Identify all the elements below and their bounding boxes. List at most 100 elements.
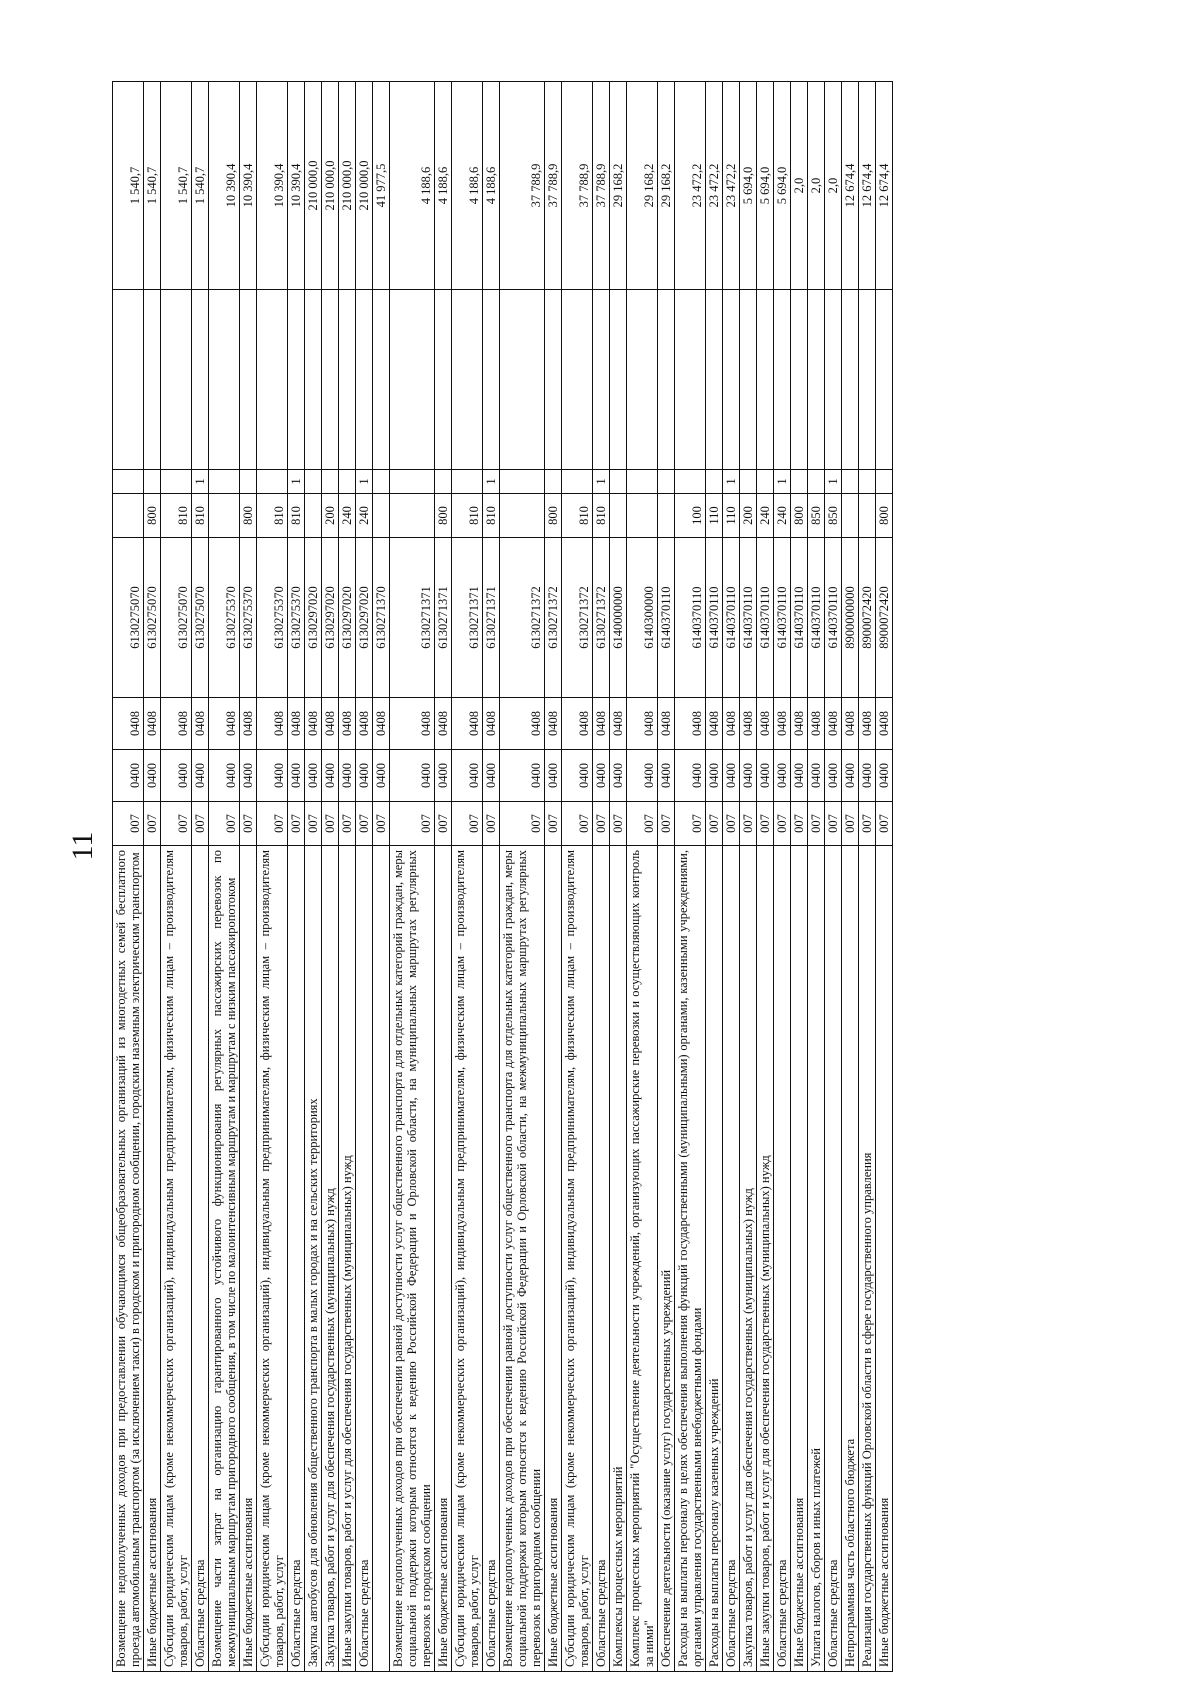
row-flag-cell bbox=[626, 469, 658, 494]
row-expense-type-cell: 810 bbox=[191, 493, 209, 538]
row-sum-1-cell bbox=[239, 289, 257, 470]
row-expense-type-cell bbox=[389, 493, 435, 538]
row-sum-2-cell: 2,0 bbox=[824, 81, 842, 290]
row-flag-cell bbox=[499, 469, 545, 494]
table-row: Закупка автобусов для обновления обществ… bbox=[304, 81, 322, 1672]
row-flag-cell: 1 bbox=[824, 469, 842, 494]
row-sum-2-cell: 37 788,9 bbox=[499, 81, 545, 290]
row-section-cell: 0400 bbox=[841, 749, 859, 802]
row-target-article-cell: 6140370110 bbox=[674, 537, 706, 698]
row-target-article-cell: 6140370110 bbox=[722, 537, 740, 698]
row-name-cell: Иные бюджетные ассигнования bbox=[875, 845, 893, 1672]
row-name-cell: Областные средства bbox=[722, 845, 740, 1672]
row-expense-type-cell: 800 bbox=[239, 493, 257, 538]
row-target-article-cell: 8900072420 bbox=[858, 537, 876, 698]
row-target-article-cell: 6130271372 bbox=[499, 537, 545, 698]
row-section-cell: 0400 bbox=[355, 749, 373, 802]
row-subsection-cell: 0408 bbox=[807, 697, 825, 750]
row-flag-cell bbox=[434, 469, 452, 494]
row-sum-1-cell bbox=[304, 289, 322, 470]
row-sum-1-cell bbox=[112, 289, 144, 470]
row-grbs-cell: 007 bbox=[657, 801, 675, 846]
row-name-cell: Субсидии юридическим лицам (кроме некомм… bbox=[561, 845, 593, 1672]
row-sum-2-cell: 2,0 bbox=[807, 81, 825, 290]
row-subsection-cell: 0408 bbox=[773, 697, 791, 750]
row-subsection-cell: 0408 bbox=[841, 697, 859, 750]
row-sum-2-cell: 10 390,4 bbox=[239, 81, 257, 290]
row-name-cell: Иные бюджетные ассигнования bbox=[143, 845, 161, 1672]
row-subsection-cell: 0408 bbox=[722, 697, 740, 750]
row-flag-cell bbox=[208, 469, 240, 494]
row-sum-1-cell bbox=[321, 289, 339, 470]
row-expense-type-cell: 810 bbox=[451, 493, 483, 538]
row-grbs-cell: 007 bbox=[790, 801, 808, 846]
row-sum-1-cell bbox=[739, 289, 757, 470]
row-grbs-cell: 007 bbox=[739, 801, 757, 846]
row-sum-1-cell bbox=[372, 289, 390, 470]
row-sum-1-cell bbox=[160, 289, 192, 470]
row-subsection-cell: 0408 bbox=[756, 697, 774, 750]
row-expense-type-cell: 200 bbox=[321, 493, 339, 538]
row-grbs-cell: 007 bbox=[756, 801, 774, 846]
row-name-cell: Возмещение недополученных доходов при об… bbox=[499, 845, 545, 1672]
row-grbs-cell: 007 bbox=[434, 801, 452, 846]
row-section-cell: 0400 bbox=[434, 749, 452, 802]
row-target-article-cell: 6140370110 bbox=[824, 537, 842, 698]
row-sum-2-cell: 1 540,7 bbox=[160, 81, 192, 290]
row-flag-cell bbox=[321, 469, 339, 494]
row-grbs-cell: 007 bbox=[451, 801, 483, 846]
row-flag-cell bbox=[143, 469, 161, 494]
row-section-cell: 0400 bbox=[304, 749, 322, 802]
row-subsection-cell: 0408 bbox=[561, 697, 593, 750]
row-name-cell: Иные закупки товаров, работ и услуг для … bbox=[756, 845, 774, 1672]
table-row: Возмещение недополученных доходов при об… bbox=[499, 81, 545, 1672]
row-section-cell: 0400 bbox=[544, 749, 562, 802]
row-name-cell bbox=[372, 845, 390, 1672]
table-row: Субсидии юридическим лицам (кроме некомм… bbox=[451, 81, 483, 1672]
row-flag-cell bbox=[807, 469, 825, 494]
row-section-cell: 0400 bbox=[790, 749, 808, 802]
row-sum-2-cell: 4 188,6 bbox=[482, 81, 500, 290]
row-target-article-cell: 8900000000 bbox=[841, 537, 859, 698]
row-sum-1-cell bbox=[389, 289, 435, 470]
row-expense-type-cell: 810 bbox=[482, 493, 500, 538]
row-sum-2-cell: 12 674,4 bbox=[875, 81, 893, 290]
row-target-article-cell: 8900072420 bbox=[875, 537, 893, 698]
row-sum-1-cell bbox=[544, 289, 562, 470]
row-name-cell: Закупка товаров, работ и услуг для обесп… bbox=[321, 845, 339, 1672]
row-section-cell: 0400 bbox=[657, 749, 675, 802]
row-subsection-cell: 0408 bbox=[657, 697, 675, 750]
row-sum-1-cell bbox=[722, 289, 740, 470]
table-row: Возмещение недополученных доходов при об… bbox=[389, 81, 435, 1672]
row-sum-2-cell: 23 472,2 bbox=[674, 81, 706, 290]
row-target-article-cell: 6130271371 bbox=[451, 537, 483, 698]
row-grbs-cell: 007 bbox=[875, 801, 893, 846]
row-flag-cell bbox=[756, 469, 774, 494]
row-target-article-cell: 6130271372 bbox=[592, 537, 610, 698]
row-sum-2-cell: 4 188,6 bbox=[451, 81, 483, 290]
row-name-cell: Иные бюджетные ассигнования bbox=[434, 845, 452, 1672]
row-grbs-cell: 007 bbox=[191, 801, 209, 846]
table-row: Расходы на выплаты персоналу казенных уч… bbox=[705, 81, 723, 1672]
row-sum-1-cell bbox=[482, 289, 500, 470]
row-name-cell: Областные средства bbox=[592, 845, 610, 1672]
row-flag-cell bbox=[338, 469, 356, 494]
row-name-cell: Закупка автобусов для обновления обществ… bbox=[304, 845, 322, 1672]
row-flag-cell: 1 bbox=[592, 469, 610, 494]
row-sum-1-cell bbox=[592, 289, 610, 470]
row-flag-cell bbox=[239, 469, 257, 494]
row-expense-type-cell: 800 bbox=[143, 493, 161, 538]
row-expense-type-cell: 110 bbox=[705, 493, 723, 538]
row-flag-cell bbox=[112, 469, 144, 494]
row-name-cell: Областные средства bbox=[773, 845, 791, 1672]
row-name-cell: Иные бюджетные ассигнования bbox=[790, 845, 808, 1672]
row-name-cell: Обеспечение деятельности (оказание услуг… bbox=[657, 845, 675, 1672]
row-name-cell: Расходы на выплаты персоналу в целях обе… bbox=[674, 845, 706, 1672]
row-sum-2-cell: 210 000,0 bbox=[321, 81, 339, 290]
row-target-article-cell: 6140370110 bbox=[756, 537, 774, 698]
row-expense-type-cell bbox=[858, 493, 876, 538]
row-target-article-cell: 6130271372 bbox=[544, 537, 562, 698]
row-sum-2-cell: 4 188,6 bbox=[434, 81, 452, 290]
row-flag-cell bbox=[451, 469, 483, 494]
